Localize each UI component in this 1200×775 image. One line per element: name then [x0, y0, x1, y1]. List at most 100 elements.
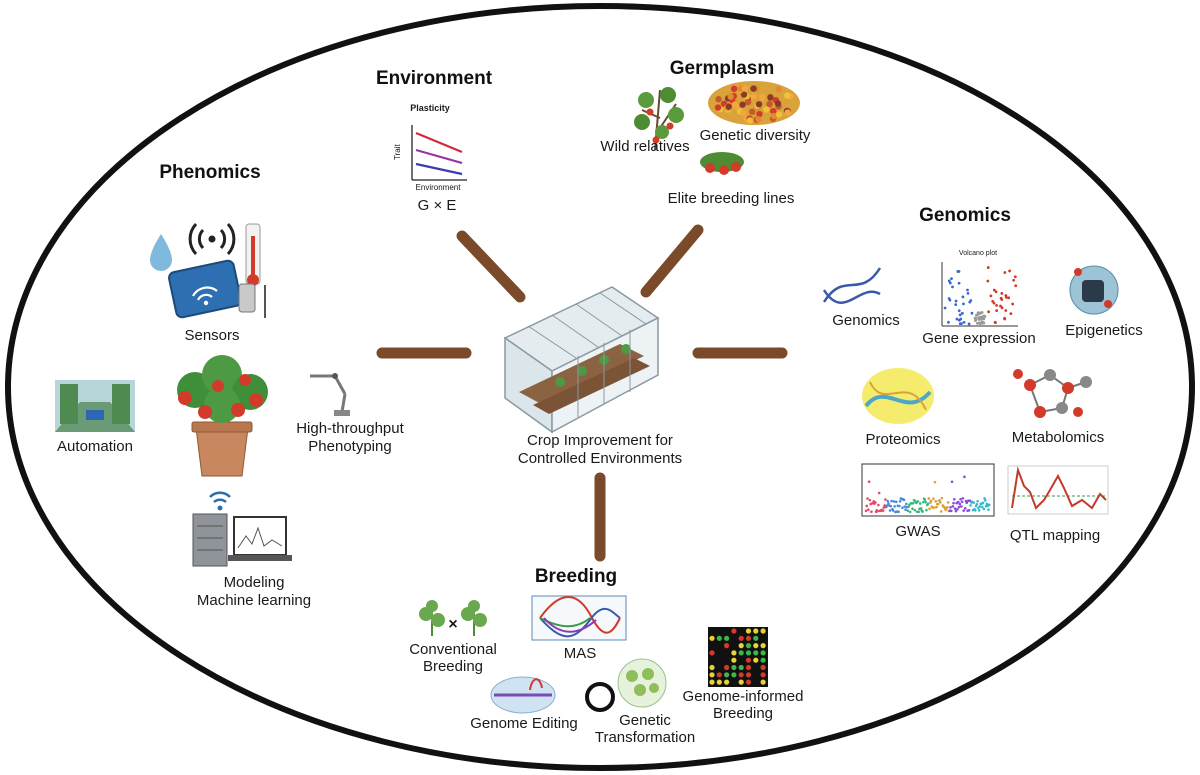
- volcano-point: [999, 296, 1003, 300]
- gwas-point: [906, 509, 910, 513]
- volcano-point: [954, 303, 958, 307]
- gwas-point: [927, 497, 931, 500]
- gwas-point: [913, 508, 917, 512]
- gwas-point: [884, 498, 887, 501]
- dna-icon: [822, 267, 882, 304]
- heatmap-cell: [760, 664, 766, 671]
- gwas-point: [898, 504, 901, 508]
- gwas-point: [949, 509, 953, 513]
- gwas-point: [928, 507, 931, 511]
- tablet-sensor-icon: [168, 259, 242, 319]
- germplasm-title: Germplasm: [669, 58, 775, 79]
- gwas-point: [911, 501, 915, 505]
- plot-line-purple: [415, 148, 463, 165]
- volcano-point: [986, 266, 990, 269]
- gwas-point: [918, 502, 922, 505]
- center-label-line2: Controlled Environments: [517, 450, 683, 467]
- metabolomics-label: Metabolomics: [1011, 429, 1105, 446]
- heatmap-cell: [760, 657, 766, 663]
- volcano-point: [1012, 278, 1016, 282]
- gwas-point: [975, 502, 979, 506]
- modeling-label: Modeling Machine learning: [197, 574, 311, 610]
- gwas-point: [987, 508, 990, 511]
- gwas-point: [977, 509, 981, 512]
- gib-label: Genome-informed Breeding: [683, 688, 804, 722]
- volcano-point: [1011, 302, 1015, 306]
- gwas-point: [940, 496, 944, 500]
- gwas-point: [890, 499, 893, 503]
- volcano-point: [943, 306, 947, 310]
- heatmap-cell: [731, 628, 737, 634]
- heatmap-cell: [745, 679, 752, 685]
- diversity-dot: [767, 94, 774, 101]
- gwas-point: [866, 497, 869, 500]
- gwas-point: [929, 499, 933, 503]
- gwas-point: [905, 502, 908, 506]
- gwas-point: [946, 505, 949, 509]
- volcano-point: [962, 321, 966, 324]
- transformation-label-line1: Genetic: [619, 712, 671, 729]
- laptop-icon: [228, 516, 292, 561]
- gwas-point: [885, 504, 889, 507]
- volcano-point: [994, 290, 998, 294]
- automation-image: [55, 380, 135, 432]
- volcano-point: [947, 320, 950, 324]
- server-icon: [192, 513, 228, 567]
- gwas-point: [921, 510, 924, 513]
- gwas-point: [868, 498, 872, 502]
- conventional-label-line2: Breeding: [422, 658, 484, 675]
- heatmap-cell: [760, 672, 766, 678]
- gwas-point: [939, 501, 942, 504]
- heatmap-cell: [738, 679, 744, 685]
- heatmap-cell: [745, 672, 752, 678]
- gwas-point: [932, 506, 936, 509]
- gwas-point: [901, 506, 904, 510]
- diversity-dot: [744, 98, 752, 106]
- volcano-point: [966, 291, 970, 295]
- gwas-point: [981, 501, 985, 505]
- center-label-line1: Crop Improvement for: [527, 432, 673, 449]
- heatmap-cell: [738, 664, 744, 671]
- volcano-point: [957, 309, 961, 313]
- gwas-point: [960, 500, 964, 504]
- volcano-point: [968, 300, 972, 304]
- gwas-point: [952, 501, 955, 505]
- gwas-point: [891, 509, 895, 512]
- gwas-point: [939, 510, 943, 513]
- heatmap-cell: [731, 664, 737, 671]
- heatmap-cell: [760, 650, 766, 656]
- heatmap-cell: [760, 679, 766, 685]
- gwas-point: [870, 510, 873, 514]
- volcano-point: [950, 277, 953, 281]
- heatmap-cell: [745, 657, 752, 663]
- gwas-manhattan-icon: [861, 463, 995, 517]
- volcano-point: [1013, 275, 1017, 279]
- volcano-point: [1007, 296, 1011, 300]
- diversity-dot: [775, 86, 782, 93]
- htp-label-line2: Phenotyping: [308, 438, 392, 455]
- gwas-point: [903, 505, 907, 508]
- gwas-point: [946, 501, 950, 504]
- diversity-dot: [730, 85, 738, 93]
- heatmap-cell: [753, 650, 759, 656]
- gwas-point: [867, 480, 871, 484]
- gwas-point: [911, 507, 914, 510]
- gib-label-line2: Breeding: [712, 705, 774, 722]
- callus-dish-icon: [617, 658, 667, 708]
- tomato-plant-icon: [177, 355, 268, 477]
- volcano-point: [962, 302, 965, 306]
- diversity-dot: [727, 93, 734, 100]
- gwas-point: [934, 500, 938, 503]
- transformation-label-line2: Transformation: [594, 729, 696, 746]
- heatmap-cell: [745, 628, 752, 634]
- volcano-point: [1009, 312, 1013, 316]
- gwas-point: [967, 509, 971, 512]
- volcano-point: [957, 270, 961, 273]
- probe-meter-icon: [238, 283, 266, 318]
- water-drop-icon: [150, 234, 172, 271]
- diversity-dot: [746, 117, 754, 124]
- volcano-point: [970, 311, 974, 315]
- diversity-dot: [759, 94, 766, 101]
- heatmap-cell: [745, 650, 752, 656]
